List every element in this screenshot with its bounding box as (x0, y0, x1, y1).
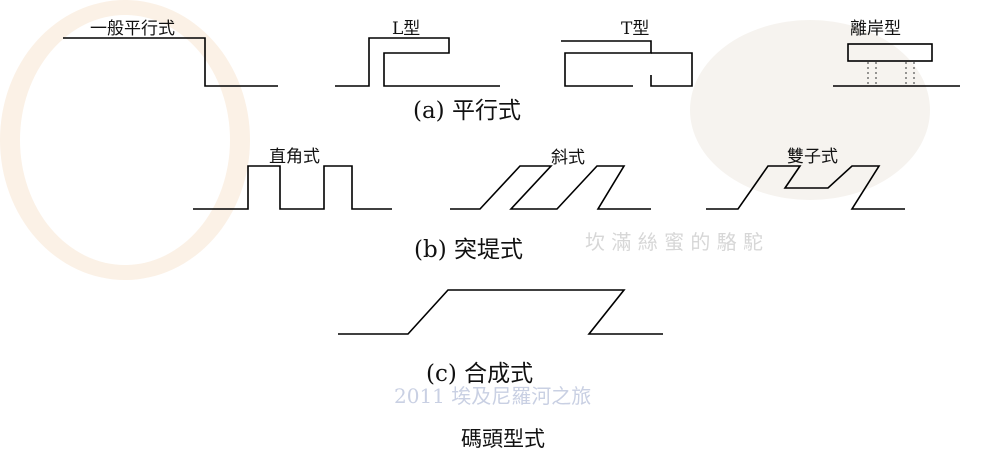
twin-shape (706, 165, 905, 210)
type-label-twin: 雙子式 (787, 147, 838, 167)
trip-watermark-text: 2011 埃及尼羅河之旅 (394, 384, 592, 408)
type-label-oblique: 斜式 (551, 148, 585, 168)
general-parallel-shape (63, 37, 278, 87)
t-type-shape-left (561, 40, 652, 87)
oblique-shape (450, 165, 651, 210)
composite-shape (338, 289, 663, 335)
type-label-general-parallel: 一般平行式 (90, 19, 175, 39)
type-label-right-angle: 直角式 (269, 147, 320, 167)
figure-title: 碼頭型式 (461, 427, 545, 451)
type-label-t-type: T型 (621, 19, 650, 39)
type-label-l-type: L型 (392, 19, 421, 39)
right-angle-shape (193, 165, 392, 210)
caption-jetty: (b) 突堤式 (414, 237, 523, 263)
caption-composite: (c) 合成式 (426, 361, 534, 387)
camel-watermark-text: 坎 滿 絲 蜜 的 駱 駝 (585, 230, 764, 254)
l-type-shape (335, 37, 500, 87)
caption-parallel: (a) 平行式 (413, 98, 521, 124)
type-label-offshore: 離岸型 (850, 19, 901, 39)
t-type-shape-right (650, 52, 693, 87)
offshore-platform (847, 43, 933, 62)
